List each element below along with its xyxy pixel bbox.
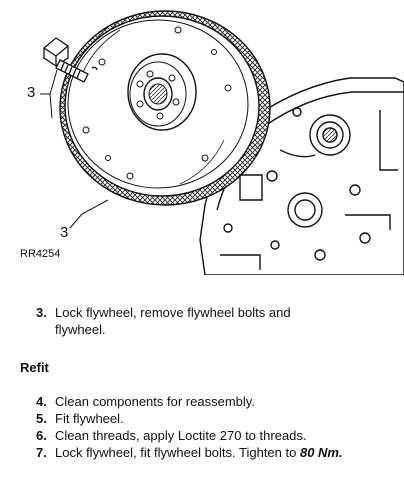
callout-label-bottom: 3 (60, 224, 69, 241)
step-text: Lock flywheel, remove flywheel bolts and… (55, 305, 291, 337)
torque-value: 80 Nm. (299, 445, 343, 460)
step-number: 5. (36, 411, 47, 426)
figure-reference: RR4254 (20, 248, 61, 260)
flywheel-illustration: 3 3 RR4254 (20, 10, 404, 275)
step-number: 7. (36, 445, 47, 460)
step-number: 4. (36, 394, 47, 409)
callout-lines (40, 69, 109, 229)
step-text: Clean threads, apply Loctite 270 to thre… (55, 428, 307, 443)
step-number: 3. (36, 305, 47, 320)
step-text: Clean components for reassembly. (55, 394, 255, 409)
callout-label-top: 3 (27, 84, 36, 101)
step-text: Fit flywheel. (55, 411, 124, 426)
flywheel-drawing (59, 10, 271, 206)
step-text-wrapper: Lock flywheel, fit flywheel bolts. Tight… (55, 444, 365, 461)
section-heading-refit: Refit (20, 360, 49, 375)
flywheel-bolt-drawing (43, 37, 98, 83)
step-number: 6. (36, 428, 47, 443)
step-text: Lock flywheel, fit flywheel bolts. Tight… (55, 445, 300, 460)
